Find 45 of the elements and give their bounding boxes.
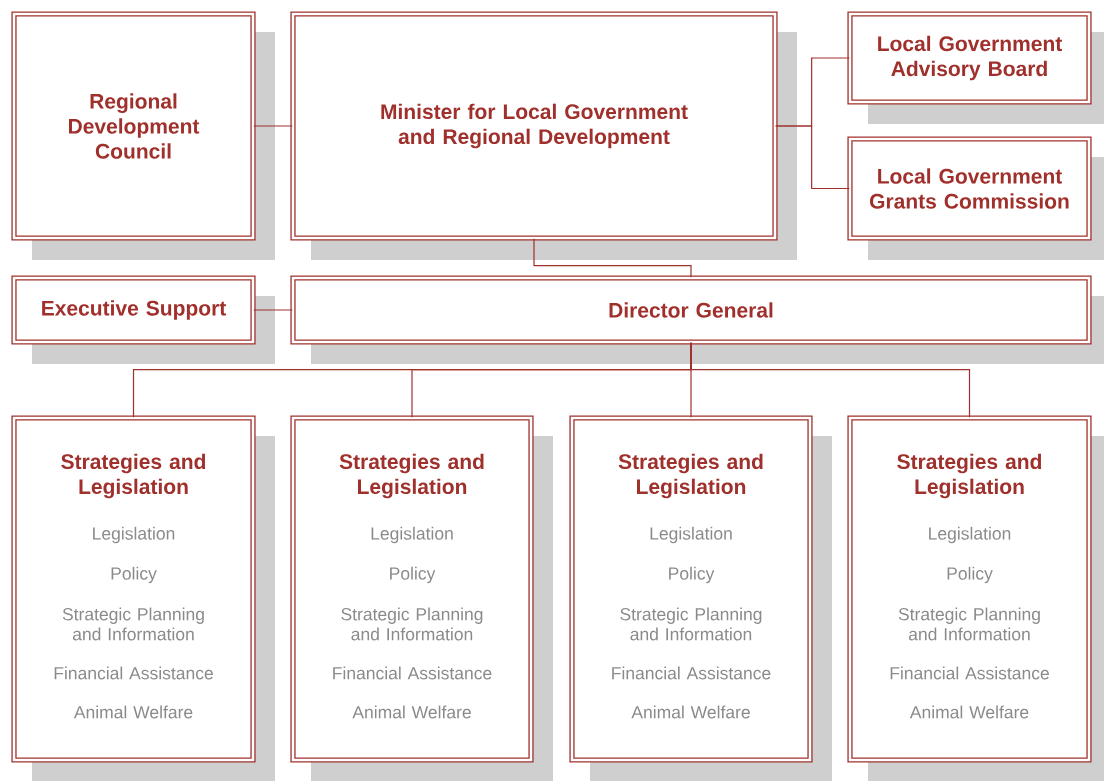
box-title: Director General [609,302,773,318]
org-box [290,415,553,781]
org-box [11,275,275,364]
unit-item: Strategic Planning and Information [341,607,483,641]
unit-item: Strategic Planning and Information [62,607,204,641]
unit-item: Financial Assistance [612,666,771,680]
box-title: Minister for Local Government and Regional Development [381,103,688,149]
org-box [11,415,275,781]
box-title: Strategies and Legislation [618,453,763,499]
connector-line [690,342,971,418]
unit-item: Policy [390,566,436,584]
org-box [847,415,1104,781]
unit-item: Animal Welfare [352,705,471,719]
unit-item: Policy [111,566,157,584]
box-title: Strategies and Legislation [897,453,1042,499]
org-box [11,11,275,260]
org-box [290,11,797,260]
unit-item: Animal Welfare [631,705,750,719]
org-box [847,11,1104,124]
unit-item: Policy [947,566,993,584]
unit-item: Legislation [371,526,453,544]
box-title: Local Government Grants Commission [870,168,1069,209]
unit-item: Financial Assistance [54,666,213,680]
unit-item: Financial Assistance [333,666,492,680]
box-title: Strategies and Legislation [61,453,206,499]
unit-item: Legislation [929,526,1011,544]
connector-line [775,125,850,190]
box-title: Strategies and Legislation [339,453,484,499]
unit-item: Financial Assistance [890,666,1049,680]
unit-item: Strategic Planning and Information [620,607,762,641]
box-title: Local Government Advisory Board [878,35,1062,81]
box-title: Regional Development Council [69,93,200,159]
unit-item: Animal Welfare [909,705,1029,719]
unit-item: Legislation [93,526,175,544]
org-box [847,136,1104,260]
org-box [290,275,1104,364]
connector-line [253,309,293,311]
unit-item: Strategic Planning and Information [898,607,1040,641]
unit-item: Animal Welfare [73,705,193,719]
connector-line [253,125,293,127]
unit-item: Policy [669,566,715,584]
box-title: Executive Support [42,300,226,320]
connector-line [533,238,692,278]
org-box [569,415,832,781]
unit-item: Legislation [650,526,732,544]
